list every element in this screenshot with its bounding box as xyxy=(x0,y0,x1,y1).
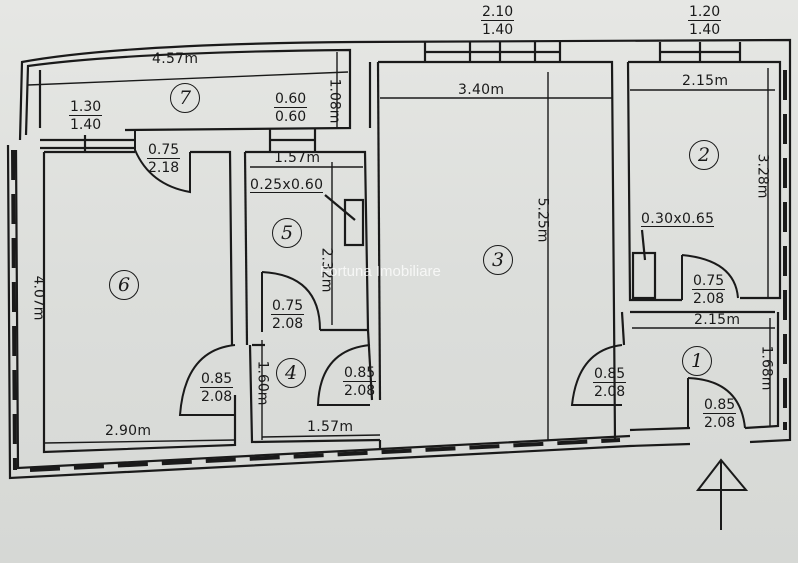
watermark: Fortuna Imobiliare xyxy=(320,263,441,280)
window-room3-label: 2.10 1.40 xyxy=(481,4,515,38)
room1-length-label: 1.68m xyxy=(758,345,775,391)
door-room2-label: 0.75 2.08 xyxy=(692,273,726,307)
duct-room5-label: 0.25x0.60 xyxy=(250,177,324,193)
balcony-length-label: 4.57m xyxy=(152,51,199,67)
door-entrance-label: 0.85 2.08 xyxy=(703,397,737,431)
room1-width-label: 2.15m xyxy=(694,312,741,328)
door-balcony-label: 0.75 2.18 xyxy=(147,142,181,176)
window-width: 1.20 xyxy=(688,4,722,21)
room-5-marker: 5 xyxy=(272,218,302,248)
window-width: 0.60 xyxy=(274,91,308,108)
door-width: 0.85 xyxy=(593,366,627,383)
room2-width-label: 2.15m xyxy=(682,73,729,89)
door-height: 2.08 xyxy=(594,384,626,400)
window-room6-label: 1.30 1.40 xyxy=(69,99,103,133)
door-width: 0.85 xyxy=(343,365,377,382)
duct-room2-label: 0.30x0.65 xyxy=(641,211,715,227)
window-height: 0.60 xyxy=(275,109,307,125)
room3-length-label: 5.25m xyxy=(534,197,551,243)
room5-width-label: 1.57m xyxy=(274,150,321,166)
door-width: 0.75 xyxy=(271,298,305,315)
door-room1-inner-label: 0.85 2.08 xyxy=(593,366,627,400)
room6-width-label: 2.90m xyxy=(105,423,152,439)
door-width: 0.75 xyxy=(692,273,726,290)
door-height: 2.18 xyxy=(148,160,180,176)
window-room2-label: 1.20 1.40 xyxy=(688,4,722,38)
door-width: 0.85 xyxy=(200,371,234,388)
room-3-marker: 3 xyxy=(483,245,513,275)
door-room5-label: 0.75 2.08 xyxy=(271,298,305,332)
room6-length-label: 4.07m xyxy=(30,275,47,321)
door-height: 2.08 xyxy=(201,389,233,405)
room-4-marker: 4 xyxy=(276,358,306,388)
window-width: 2.10 xyxy=(481,4,515,21)
door-room3-label: 0.85 2.08 xyxy=(343,365,377,399)
balcony-depth-label: 1.08m xyxy=(326,78,343,124)
window-height: 1.40 xyxy=(689,22,721,38)
room4-width-label: 1.57m xyxy=(307,419,354,435)
room-6-marker: 6 xyxy=(109,270,139,300)
door-height: 2.08 xyxy=(704,415,736,431)
door-room6-label: 0.85 2.08 xyxy=(200,371,234,405)
room4-length-label: 1.60m xyxy=(254,360,271,406)
door-height: 2.08 xyxy=(344,383,376,399)
door-width: 0.75 xyxy=(147,142,181,159)
entrance-arrow-icon xyxy=(695,458,749,530)
window-height: 1.40 xyxy=(482,22,514,38)
door-width: 0.85 xyxy=(703,397,737,414)
room2-length-label: 3.28m xyxy=(754,153,771,199)
room3-width-label: 3.40m xyxy=(458,82,505,98)
door-height: 2.08 xyxy=(693,291,725,307)
window-width: 1.30 xyxy=(69,99,103,116)
window-height: 1.40 xyxy=(70,117,102,133)
room-2-marker: 2 xyxy=(689,140,719,170)
room-1-marker: 1 xyxy=(682,346,712,376)
door-height: 2.08 xyxy=(272,316,304,332)
room-7-marker: 7 xyxy=(170,83,200,113)
window-room5-label: 0.60 0.60 xyxy=(274,91,308,125)
